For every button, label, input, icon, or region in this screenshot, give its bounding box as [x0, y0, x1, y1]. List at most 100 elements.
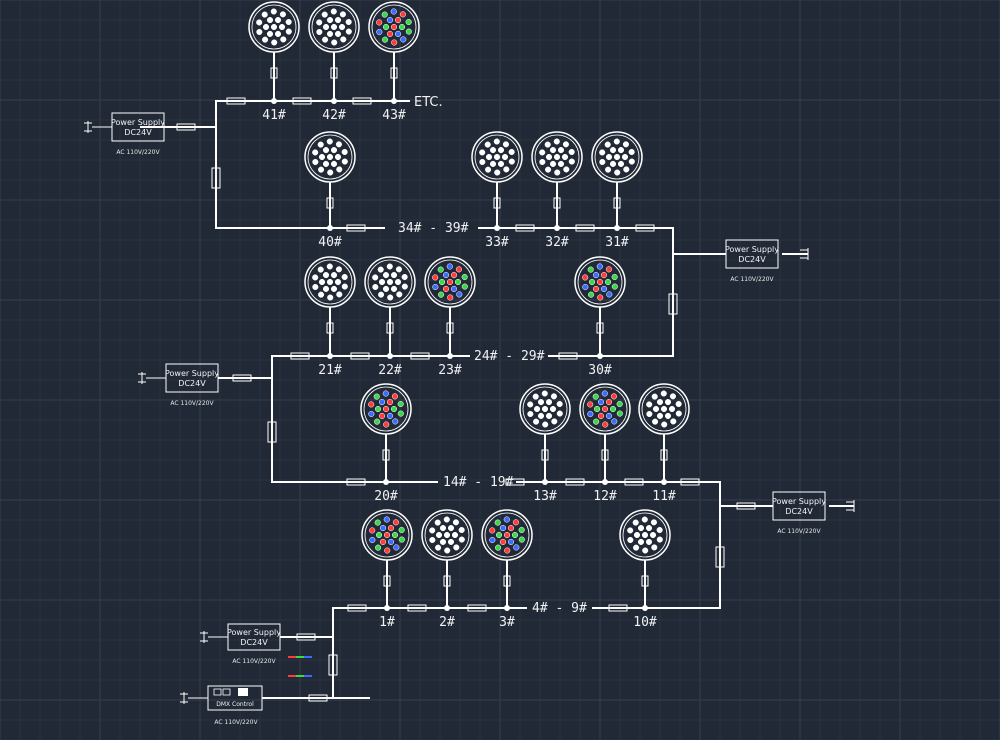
led-dot: [518, 526, 525, 534]
led-dot: [592, 393, 599, 400]
led-dot: [322, 272, 330, 279]
led-dot: [604, 141, 611, 148]
connector: [624, 478, 644, 486]
led-dot: [318, 291, 325, 298]
stem-connector: [390, 67, 398, 79]
pool-light-11: [638, 383, 690, 435]
power-supply-title: Power Supply: [772, 497, 826, 506]
led-dot: [614, 169, 621, 176]
stem-connector: [493, 197, 501, 209]
lamp-label: 1#: [379, 615, 395, 630]
led-dot: [438, 291, 445, 298]
led-dot: [627, 527, 634, 534]
power-supply-title: Power Supply: [165, 369, 219, 378]
led-dot: [600, 285, 608, 292]
led-dot: [317, 141, 324, 148]
led-dot: [387, 538, 395, 545]
lamp-label: 3#: [499, 615, 515, 630]
lamp-label: 23#: [438, 363, 462, 378]
pool-light-10: [619, 509, 671, 561]
lamp-stems: [270, 52, 668, 611]
led-dot: [374, 418, 381, 425]
led-dot: [458, 526, 465, 534]
connector: [296, 633, 316, 641]
junction-dot: [447, 353, 453, 359]
led-dot: [664, 399, 672, 406]
connector: [346, 224, 366, 232]
led-dot: [537, 412, 545, 419]
led-dot: [568, 158, 575, 165]
led-dot: [597, 399, 605, 406]
connector: [575, 224, 595, 232]
stem-connector: [601, 449, 609, 461]
pool-light-40: [304, 131, 356, 183]
led-dot: [280, 36, 287, 43]
led-dot: [382, 36, 389, 43]
led-dot: [336, 291, 343, 298]
led-dot: [401, 283, 408, 290]
wire-row-4: [516, 481, 773, 507]
led-dot: [601, 405, 609, 413]
led-dot: [442, 285, 450, 292]
led-dot: [386, 278, 394, 286]
connector: [232, 374, 252, 382]
plug-icon: [200, 631, 228, 643]
led-dot: [368, 401, 375, 408]
led-dot: [497, 147, 505, 154]
led-dot: [390, 285, 398, 292]
led-dot: [338, 23, 346, 31]
led-dot: [582, 274, 589, 281]
led-dot: [256, 19, 263, 26]
led-dot: [261, 11, 268, 18]
led-dot: [447, 294, 454, 301]
led-dot: [270, 8, 277, 15]
led-dot: [479, 158, 486, 166]
wire-row-2-down: [548, 254, 674, 357]
power-supply-4: Power Supply DC24V AC 110V/220V: [772, 491, 855, 535]
etc-label: ETC.: [414, 95, 443, 110]
led-dot: [316, 19, 323, 26]
junction-dot: [661, 479, 667, 485]
stem-connector: [553, 197, 561, 209]
led-dot: [545, 399, 553, 406]
led-dot: [322, 23, 330, 31]
led-dot: [597, 412, 605, 419]
led-dot: [312, 283, 319, 291]
led-dot: [633, 544, 640, 551]
led-dot: [386, 263, 393, 270]
led-dot: [378, 412, 386, 419]
led-dot: [609, 160, 617, 167]
led-dot: [604, 278, 612, 286]
led-dot: [386, 30, 394, 37]
led-dot: [312, 149, 319, 156]
lamp-label: 40#: [318, 235, 342, 250]
led-dot: [642, 547, 649, 554]
led-dot: [456, 291, 463, 298]
led-dot: [382, 23, 390, 31]
led-dot: [381, 11, 388, 18]
led-dot: [390, 8, 397, 15]
led-dot: [563, 166, 570, 173]
led-dot: [549, 405, 557, 413]
led-dot: [326, 30, 334, 37]
led-dot: [317, 266, 324, 273]
led-dot: [318, 153, 326, 161]
led-dot: [670, 418, 677, 425]
connector: [558, 352, 578, 360]
led-dot: [501, 153, 509, 161]
led-dot: [383, 516, 390, 523]
led-dot: [507, 525, 515, 532]
dmx-controller: DMX Control AC 110V/220V: [180, 685, 263, 726]
led-dot: [262, 36, 269, 43]
pool-light-31: [591, 131, 643, 183]
wire-row-3: [218, 355, 470, 379]
led-dot: [551, 418, 558, 425]
led-dot: [374, 519, 381, 526]
led-dot: [557, 160, 565, 167]
led-dot: [549, 147, 557, 154]
led-dot: [450, 285, 458, 292]
stem-connector: [613, 197, 621, 209]
connector: [635, 224, 655, 232]
pool-light-20: [360, 383, 412, 435]
wire-row-5: [280, 607, 527, 638]
